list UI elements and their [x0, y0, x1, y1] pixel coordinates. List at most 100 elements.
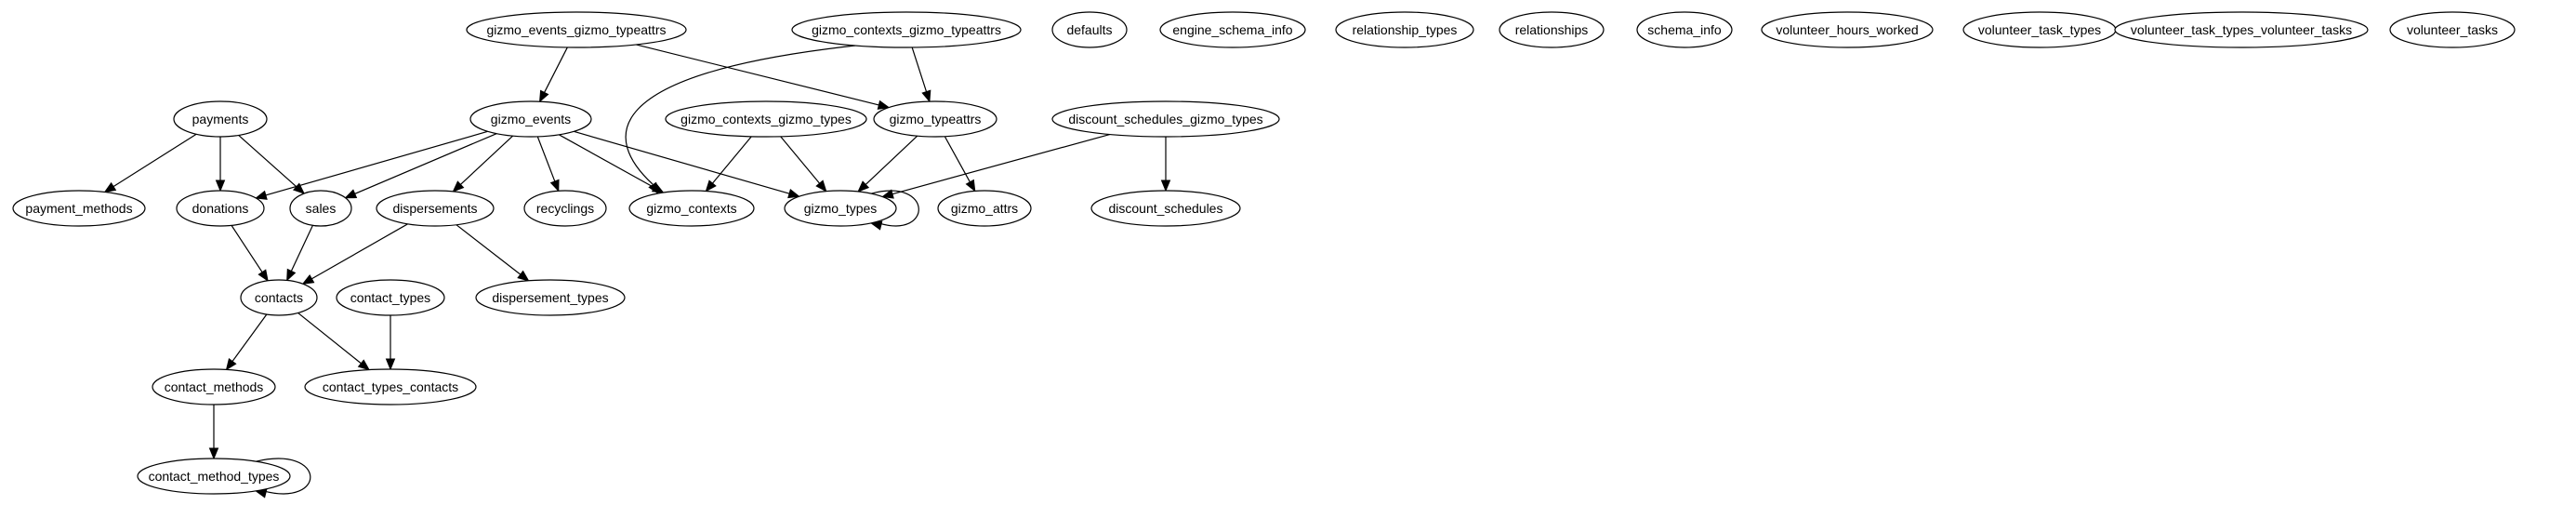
edge-gizmo_events-to-donations: [255, 130, 488, 200]
node-contact-methods: contact_methods: [152, 368, 276, 405]
node-label: volunteer_hours_worked: [1776, 22, 1918, 37]
node-shape: [304, 368, 477, 405]
node-shape: [873, 100, 997, 138]
edge-payments-to-sales: [238, 135, 306, 194]
node-shape: [176, 190, 265, 227]
node-shape: [1051, 11, 1128, 48]
node-label: contact_types_contacts: [323, 379, 458, 394]
node-gizmo-events: gizmo_events: [469, 100, 592, 138]
node-label: volunteer_task_types: [1978, 22, 2101, 37]
edge-dispersements-to-contacts: [301, 223, 408, 285]
node-gizmo-events-gizmo-typeattrs: gizmo_events_gizmo_typeattrs: [466, 11, 687, 48]
node-sales: sales: [289, 190, 352, 227]
node-label: defaults: [1066, 22, 1112, 37]
node-contact-method-types: contact_method_types: [137, 458, 291, 495]
node-label: gizmo_contexts_gizmo_typeattrs: [812, 22, 1001, 37]
node-shape: [665, 100, 867, 138]
node-shape: [475, 279, 626, 316]
edge-contact_methods-to-contact_method_types: [208, 405, 219, 460]
node-label: recyclings: [536, 201, 594, 216]
node-shape: [469, 100, 592, 138]
node-contact-types-contacts: contact_types_contacts: [304, 368, 477, 405]
edges-layer: [103, 44, 1171, 498]
node-contacts: contacts: [240, 279, 318, 316]
node-label: engine_schema_info: [1172, 22, 1292, 37]
node-gizmo-contexts: gizmo_contexts: [628, 190, 755, 227]
edge-gizmo_events-to-dispersements: [452, 135, 513, 193]
node-label: gizmo_types: [804, 201, 878, 216]
edge-donations-to-contacts: [231, 225, 269, 282]
node-defaults: defaults: [1051, 11, 1128, 48]
node-discount-schedules-gizmo-types: discount_schedules_gizmo_types: [1051, 100, 1280, 138]
node-label: gizmo_contexts_gizmo_types: [680, 112, 852, 126]
edge-contacts-to-contact_methods: [225, 313, 268, 371]
node-label: volunteer_tasks: [2407, 22, 2498, 37]
node-shape: [937, 190, 1032, 227]
node-shape: [173, 100, 268, 138]
node-engine-schema-info: engine_schema_info: [1159, 11, 1306, 48]
node-label: gizmo_events: [491, 112, 571, 126]
node-gizmo-types: gizmo_types: [784, 190, 897, 227]
node-shape: [1159, 11, 1306, 48]
node-label: gizmo_attrs: [951, 201, 1018, 216]
node-dispersements: dispersements: [376, 190, 495, 227]
node-label: contact_method_types: [149, 469, 280, 484]
node-shape: [1090, 190, 1241, 227]
node-label: contacts: [255, 290, 303, 305]
edge-gizmo_contexts_gizmo_typeattrs-to-gizmo_typeattrs: [911, 47, 931, 103]
edge-gizmo_events_gizmo_typeattrs-to-gizmo_typeattrs: [635, 44, 891, 110]
node-gizmo-contexts-gizmo-types: gizmo_contexts_gizmo_types: [665, 100, 867, 138]
edge-gizmo_contexts_gizmo_types-to-gizmo_contexts: [705, 136, 752, 193]
node-shape: [2114, 11, 2369, 48]
node-relationship-types: relationship_types: [1335, 11, 1474, 48]
node-gizmo-contexts-gizmo-typeattrs: gizmo_contexts_gizmo_typeattrs: [791, 11, 1022, 48]
node-volunteer-hours-worked: volunteer_hours_worked: [1761, 11, 1934, 48]
node-label: relationships: [1515, 22, 1589, 37]
edge-gizmo_events-to-gizmo_types: [574, 130, 800, 199]
node-payments: payments: [173, 100, 268, 138]
node-volunteer-task-types: volunteer_task_types: [1962, 11, 2117, 48]
node-shape: [791, 11, 1022, 48]
node-payment-methods: payment_methods: [12, 190, 146, 227]
node-label: dispersement_types: [492, 290, 608, 305]
edge-discount_schedules_gizmo_types-to-discount_schedules: [1160, 137, 1171, 193]
node-contact-types: contact_types: [336, 279, 445, 316]
node-label: payment_methods: [25, 201, 132, 216]
node-shape: [628, 190, 755, 227]
node-shape: [336, 279, 445, 316]
edge-gizmo_contexts_gizmo_types-to-gizmo_types: [780, 136, 827, 193]
edge-contact_types-to-contact_types_contacts: [385, 315, 396, 371]
node-volunteer-task-types-volunteer-tasks: volunteer_task_types_volunteer_tasks: [2114, 11, 2369, 48]
node-label: gizmo_events_gizmo_typeattrs: [487, 22, 667, 37]
edge-dispersements-to-dispersement_types: [456, 224, 530, 282]
nodes-layer: gizmo_events_gizmo_typeattrs gizmo_contex…: [12, 11, 2516, 495]
node-label: volunteer_task_types_volunteer_tasks: [2131, 22, 2352, 37]
node-label: sales: [306, 201, 337, 216]
node-gizmo-typeattrs: gizmo_typeattrs: [873, 100, 997, 138]
node-volunteer-tasks: volunteer_tasks: [2389, 11, 2516, 48]
edge-contacts-to-contact_types_contacts: [297, 312, 371, 371]
node-shape: [240, 279, 318, 316]
node-gizmo-attrs: gizmo_attrs: [937, 190, 1032, 227]
node-label: discount_schedules_gizmo_types: [1068, 112, 1262, 126]
node-shape: [2389, 11, 2516, 48]
node-discount-schedules: discount_schedules: [1090, 190, 1241, 227]
node-label: payments: [192, 112, 249, 126]
node-recyclings: recyclings: [523, 190, 607, 227]
node-shape: [152, 368, 276, 405]
edge-gizmo_events-to-recyclings: [536, 136, 560, 193]
node-schema-info: schema_info: [1636, 11, 1733, 48]
node-label: gizmo_typeattrs: [890, 112, 982, 126]
edge-gizmo_events-to-sales: [344, 133, 497, 199]
edge-gizmo_events-to-gizmo_contexts: [559, 134, 665, 193]
node-shape: [137, 458, 291, 495]
node-shape: [289, 190, 352, 227]
node-label: discount_schedules: [1109, 201, 1223, 216]
node-shape: [376, 190, 495, 227]
node-shape: [1761, 11, 1934, 48]
node-label: relationship_types: [1353, 22, 1458, 37]
node-shape: [784, 190, 897, 227]
node-label: contact_types: [350, 290, 430, 305]
node-label: dispersements: [392, 201, 477, 216]
